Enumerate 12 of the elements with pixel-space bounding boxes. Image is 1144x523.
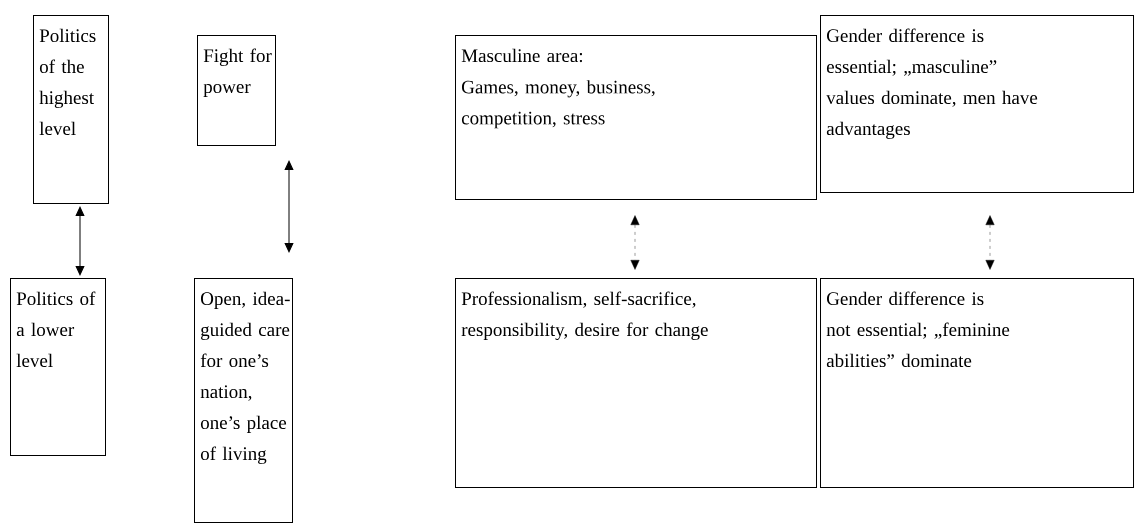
text-box: Politics of a lower level — [10, 278, 106, 456]
text-box: Open, idea-guided care for one’s nation, one’s place of living — [194, 278, 293, 523]
text-box: Gender difference is not essential; „feminine abilities” dominate — [820, 278, 1134, 488]
arrow — [284, 160, 294, 253]
text-box: Professionalism, self-sacrifice, responsibility, desire for change — [455, 278, 817, 488]
text-box: Fight for power — [197, 35, 276, 146]
text-box: Masculine area: Games, money, business, competition, stress — [455, 35, 817, 200]
arrow — [985, 215, 995, 270]
arrow — [75, 206, 85, 276]
arrow — [630, 215, 640, 270]
text-box: Gender difference is essential; „masculine” values dominate, men have advantages — [820, 15, 1134, 193]
text-box: Politics of the highest level — [33, 15, 109, 204]
